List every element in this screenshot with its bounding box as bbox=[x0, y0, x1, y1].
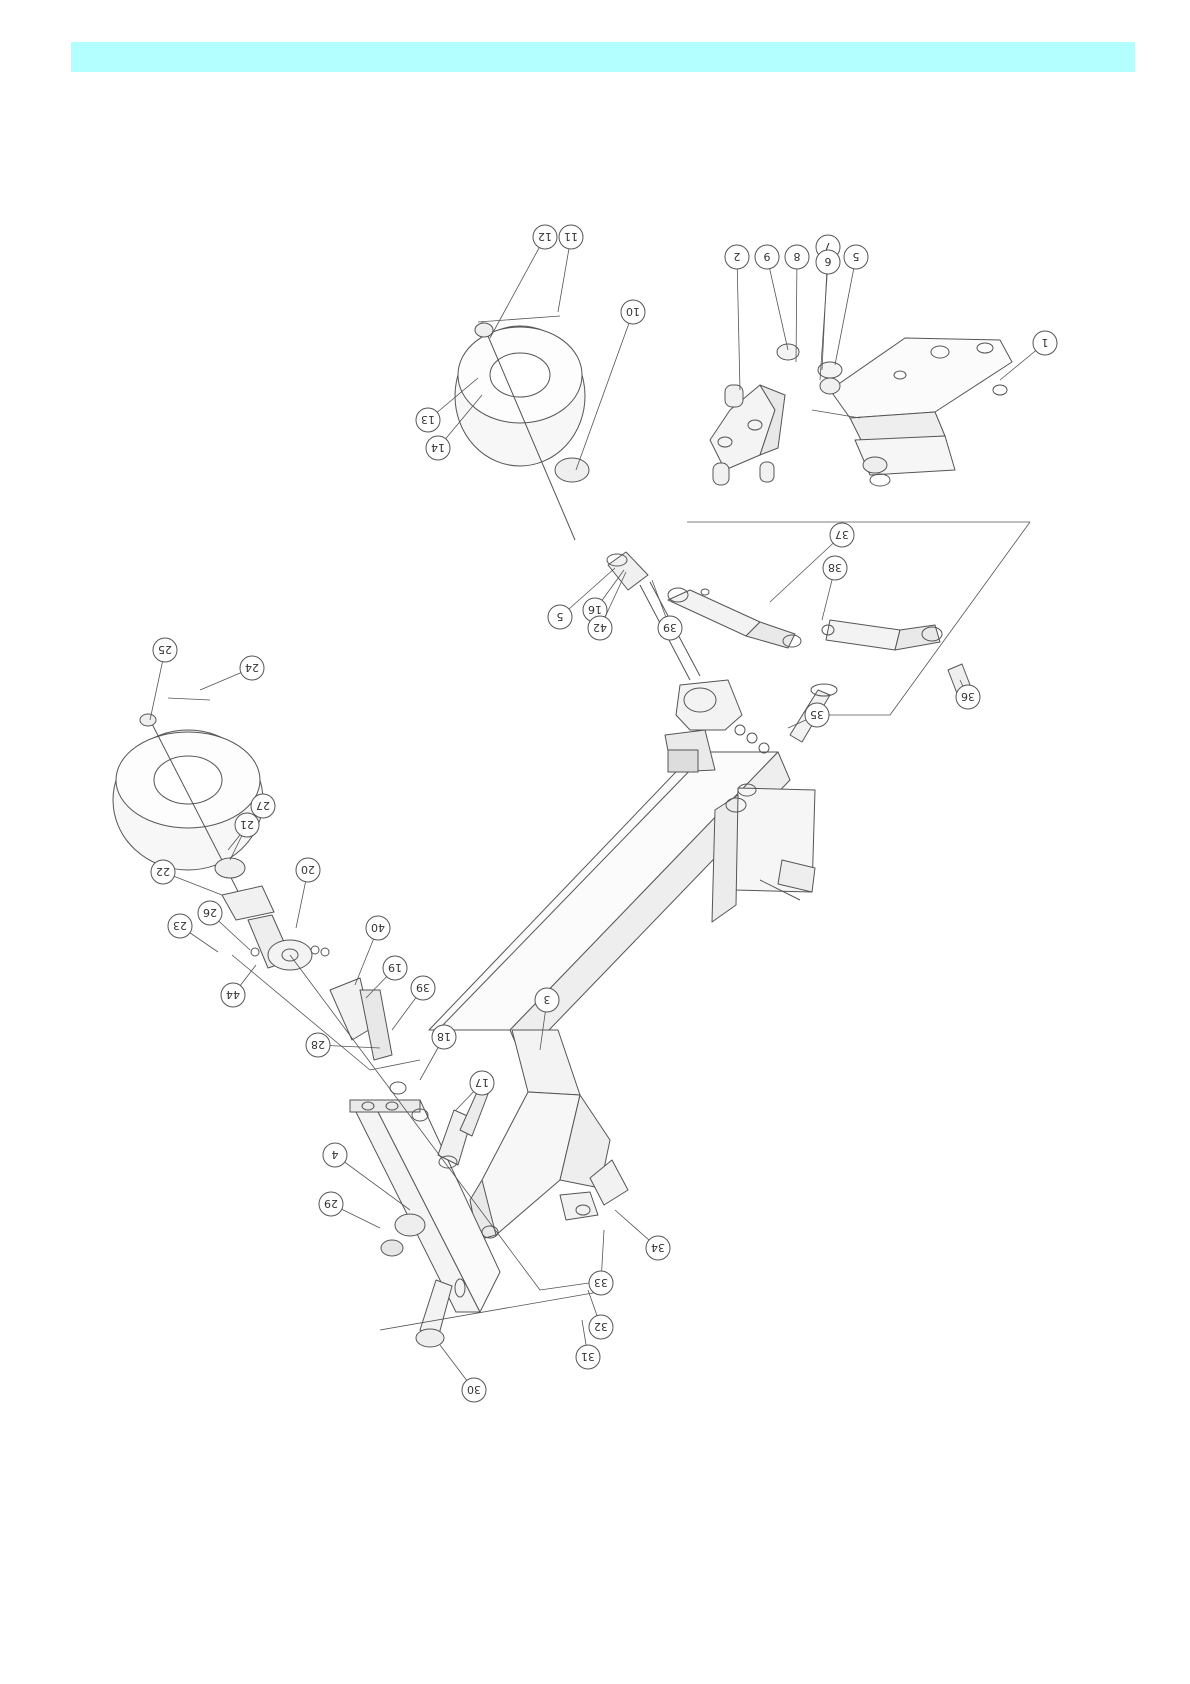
callout-label: 39 bbox=[416, 981, 430, 994]
callout-label: 5 bbox=[557, 610, 564, 623]
callout-label: 38 bbox=[828, 561, 842, 574]
callout-label: 13 bbox=[421, 413, 435, 426]
callout-label: 9 bbox=[764, 250, 771, 263]
wheel-left bbox=[113, 714, 263, 905]
main-beam bbox=[429, 752, 815, 1058]
wheel-top bbox=[455, 322, 589, 540]
callout-label: 40 bbox=[371, 921, 385, 934]
callout-label: 12 bbox=[538, 230, 552, 243]
callout-leader bbox=[490, 237, 545, 338]
callout-label: 8 bbox=[794, 250, 801, 263]
callout-label: 3 bbox=[544, 993, 551, 1006]
lower-frame bbox=[350, 1030, 628, 1312]
callout-label: 22 bbox=[156, 865, 170, 878]
callout-label: 34 bbox=[651, 1241, 665, 1254]
callout-label: 23 bbox=[173, 919, 187, 932]
callout-label: 21 bbox=[240, 818, 254, 831]
callout-label: 29 bbox=[324, 1197, 338, 1210]
callout-label: 42 bbox=[593, 621, 607, 634]
left-steering-assembly bbox=[222, 886, 428, 1121]
callout-label: 32 bbox=[594, 1320, 608, 1333]
callout-label: 1 bbox=[1042, 336, 1049, 349]
callout-label: 18 bbox=[437, 1030, 451, 1043]
callout-label: 37 bbox=[835, 528, 849, 541]
callout-label: 24 bbox=[245, 661, 259, 674]
callout-label: 11 bbox=[564, 230, 578, 243]
callout-label: 4 bbox=[332, 1148, 339, 1161]
callout-label: 31 bbox=[581, 1350, 595, 1363]
callout-leader bbox=[737, 257, 740, 390]
callout-leader bbox=[835, 257, 856, 365]
callout-label: 10 bbox=[626, 305, 640, 318]
callout-label: 5 bbox=[853, 250, 860, 263]
callout-label: 20 bbox=[301, 863, 315, 876]
callout-label: 39 bbox=[663, 621, 677, 634]
callout-label: 33 bbox=[594, 1276, 608, 1289]
callout-label: 44 bbox=[226, 988, 240, 1001]
callout-label: 2 bbox=[734, 250, 741, 263]
callout-label: 16 bbox=[588, 603, 602, 616]
callout-leader bbox=[767, 257, 788, 350]
callout-label: 6 bbox=[825, 255, 832, 268]
callout-label: 19 bbox=[388, 961, 402, 974]
mounting-plate bbox=[830, 338, 1012, 486]
callout-label: 26 bbox=[203, 906, 217, 919]
callout-label: 28 bbox=[311, 1038, 325, 1051]
callout-label: 36 bbox=[961, 690, 975, 703]
spindle-upper bbox=[607, 552, 700, 680]
callout-leader bbox=[796, 257, 797, 362]
callout-label: 35 bbox=[810, 708, 824, 721]
hydraulic-cylinder-upper bbox=[668, 588, 801, 648]
callout-label: 27 bbox=[256, 799, 270, 812]
callout-label: 17 bbox=[475, 1076, 489, 1089]
callout-label: 25 bbox=[158, 643, 172, 656]
callout-label: 30 bbox=[467, 1383, 481, 1396]
callout-label: 14 bbox=[431, 441, 445, 454]
hydraulic-cylinder-lower bbox=[822, 620, 972, 696]
